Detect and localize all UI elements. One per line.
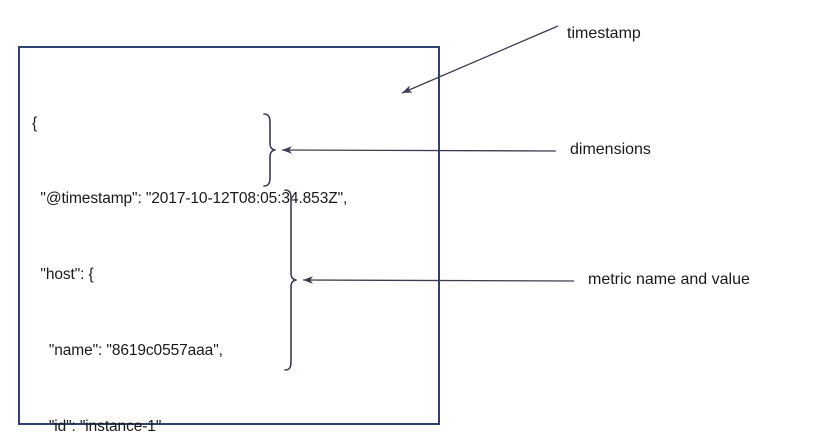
json-line: { [32, 114, 38, 132]
json-line-host-name: "name": "8619c0557aaa", [32, 342, 223, 360]
json-document-box: { "@timestamp": "2017-10-12T08:05:34.853… [18, 46, 440, 435]
annotation-label-dimensions: dimensions [570, 141, 651, 158]
json-line-host-open: "host": { [32, 266, 94, 284]
annotation-label-timestamp: timestamp [567, 25, 641, 42]
json-code-block: { "@timestamp": "2017-10-12T08:05:34.853… [32, 60, 347, 437]
annotation-label-metric: metric name and value [588, 271, 750, 288]
json-line-timestamp: "@timestamp": "2017-10-12T08:05:34.853Z"… [32, 190, 348, 208]
json-line-host-id: "id": "instance-1" [32, 418, 162, 436]
